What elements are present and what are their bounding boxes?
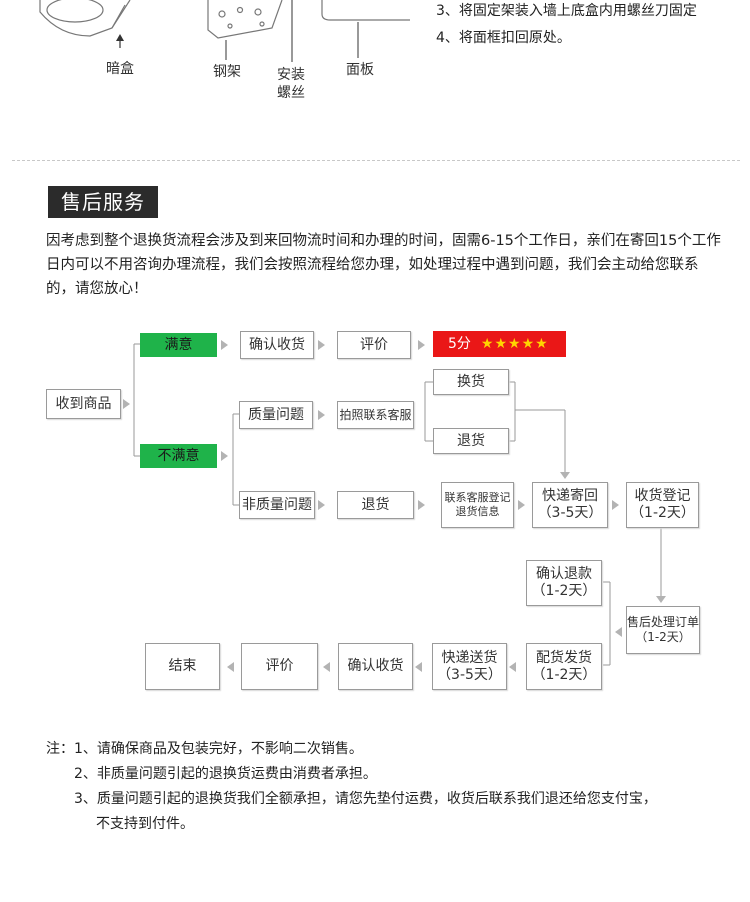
flow-express-delivery-line2: （3-5天）: [437, 666, 502, 683]
flow-exchange-label: 换货: [457, 373, 485, 390]
panel-sketch: [321, 0, 410, 21]
flow-express-return-line1: 快递寄回: [542, 488, 598, 504]
flow-confirm-receipt-bottom: 确认收货: [338, 643, 413, 690]
flow-receive-goods: 收到商品: [46, 389, 121, 419]
flow-non-quality-issue-label: 非质量问题: [242, 496, 312, 513]
flow-aftersale-order-line2: （1-2天）: [635, 630, 691, 644]
flow-return-non-quality-label: 退货: [361, 496, 390, 513]
flow-aftersale-order-line1: 售后处理订单: [627, 615, 700, 629]
flow-end: 结束: [145, 643, 220, 690]
flow-exchange: 换货: [433, 369, 509, 395]
flow-satisfied: 满意: [140, 333, 217, 357]
flow-dispatch-line2: （1-2天）: [531, 666, 597, 683]
flow-cs-register-line2: 退货信息: [455, 505, 500, 518]
star-rating-icon: ★★★★★: [480, 335, 549, 352]
flow-photo-contact-cs: 拍照联系客服: [337, 401, 414, 429]
junction-box-sketch: [39, 0, 131, 37]
flow-review-top-label: 评价: [360, 336, 388, 353]
section-divider: [12, 160, 740, 161]
flow-quality-issue-label: 质量问题: [248, 406, 304, 423]
flow-unsatisfied-label: 不满意: [157, 447, 200, 464]
notes: 注：1、请确保商品及包装完好，不影响二次销售。 2、非质量问题引起的退换货运费由…: [46, 737, 657, 837]
flow-confirm-receipt-top: 确认收货: [240, 331, 314, 359]
flow-unsatisfied: 不满意: [140, 444, 217, 468]
flow-five-star-score: 5分 ★★★★★: [433, 331, 566, 357]
flow-confirm-refund: 确认退款 （1-2天）: [526, 560, 602, 606]
flow-confirm-refund-line1: 确认退款: [536, 566, 592, 582]
intro-paragraph: 因考虑到整个退换货流程会涉及到来回物流时间和办理的时间，固需6-15个工作日，亲…: [46, 233, 721, 297]
flow-dispatch-line1: 配货发货: [536, 649, 592, 666]
flow-express-delivery: 快递送货 （3-5天）: [432, 643, 507, 690]
flow-confirm-receipt-bottom-label: 确认收货: [347, 658, 404, 674]
flow-aftersale-order: 售后处理订单 （1-2天）: [626, 606, 700, 654]
flow-express-return-line2: （3-5天）: [537, 505, 603, 521]
flow-receipt-registration-line1: 收货登记: [634, 488, 691, 504]
flow-dispatch: 配货发货 （1-2天）: [526, 643, 602, 690]
flow-score-label: 5分: [448, 335, 471, 352]
section-title: 售后服务: [48, 186, 158, 218]
note-1: 注：1、请确保商品及包装完好，不影响二次销售。: [46, 741, 363, 757]
note-3: 3、质量问题引起的退换货我们全额承担，请您先垫付运费，收货后联系我们退还给您支付…: [74, 791, 657, 807]
flow-quality-issue: 质量问题: [239, 401, 313, 429]
flow-confirm-receipt-top-label: 确认收货: [249, 336, 305, 353]
flow-photo-contact-cs-label: 拍照联系客服: [339, 407, 412, 422]
flow-cs-register-line1: 联系客服登记: [444, 491, 511, 504]
label-install-screw: 安装螺丝: [277, 67, 305, 101]
steel-bracket-sketch: [207, 0, 283, 39]
flow-review-bottom-label: 评价: [265, 658, 294, 674]
flow-return-non-quality: 退货: [337, 491, 414, 519]
flow-satisfied-label: 满意: [164, 336, 193, 353]
flow-receive-goods-label: 收到商品: [55, 395, 112, 412]
install-step-4: 4、将面框扣回原处。: [436, 30, 571, 46]
flow-cs-register: 联系客服登记 退货信息: [441, 482, 514, 528]
flow-confirm-refund-line2: （1-2天）: [531, 583, 597, 599]
flow-return-quality-label: 退货: [457, 432, 485, 449]
label-steel-bracket: 钢架: [213, 64, 241, 80]
flow-express-delivery-line1: 快递送货: [441, 649, 498, 666]
flow-end-label: 结束: [168, 658, 197, 674]
label-panel: 面板: [346, 62, 374, 78]
flow-review-bottom: 评价: [241, 643, 318, 690]
flow-receipt-registration: 收货登记 （1-2天）: [626, 482, 699, 528]
flow-non-quality-issue: 非质量问题: [239, 491, 315, 519]
flow-review-top: 评价: [337, 331, 411, 359]
note-3-continued: 不支持到付件。: [96, 816, 194, 832]
label-dark-box: 暗盒: [106, 61, 134, 77]
note-2: 2、非质量问题引起的退换货运费由消费者承担。: [74, 766, 377, 782]
flow-receipt-registration-line2: （1-2天）: [630, 505, 695, 521]
flow-express-return: 快递寄回 （3-5天）: [532, 482, 608, 528]
product-illustration: [39, 0, 410, 62]
flow-return-quality: 退货: [433, 428, 509, 454]
install-step-3: 3、将固定架装入墙上底盒内用螺丝刀固定: [436, 3, 697, 19]
